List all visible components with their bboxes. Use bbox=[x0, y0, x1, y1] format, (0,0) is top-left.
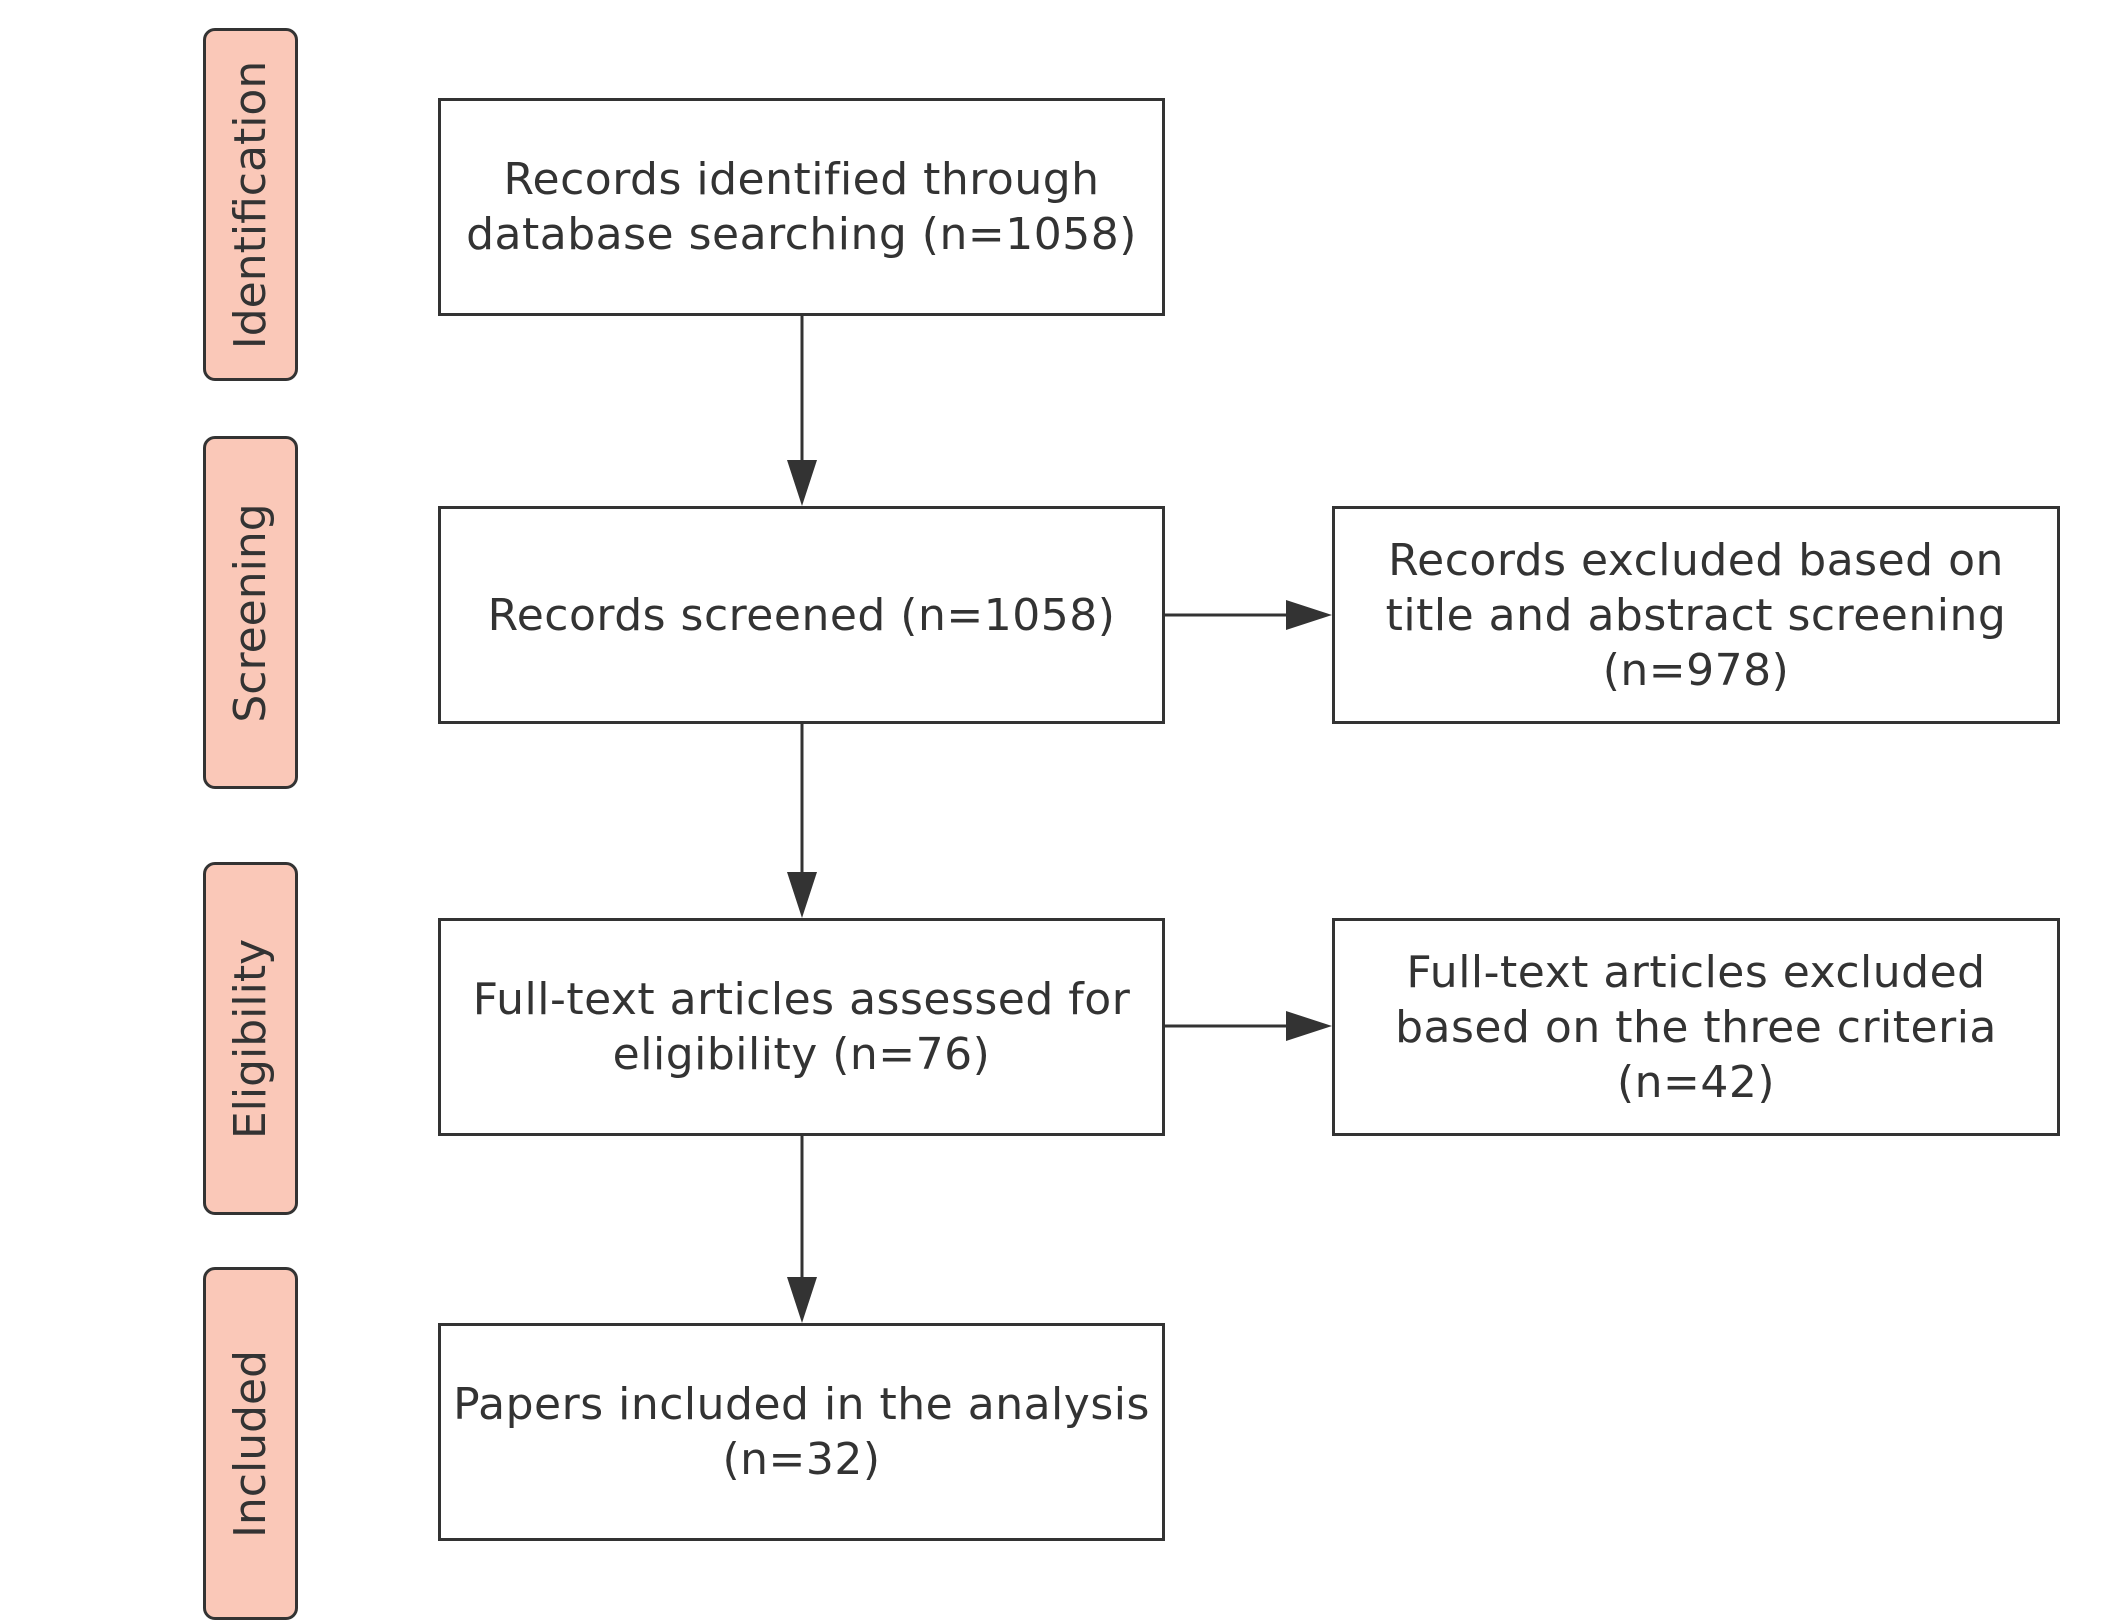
stage-screening: Screening bbox=[203, 436, 298, 789]
box-line: Records excluded based on bbox=[1388, 534, 2004, 586]
stage-screening-label: Screening bbox=[224, 502, 276, 723]
box-fulltext-assessed: Full-text articles assessed for eligibil… bbox=[438, 918, 1165, 1136]
arrow-assessed-to-included bbox=[787, 1135, 817, 1323]
box-line: Full-text articles excluded bbox=[1406, 946, 1986, 998]
box-papers-included: Papers included in the analysis (n=32) bbox=[438, 1323, 1165, 1541]
stage-eligibility-label: Eligibility bbox=[224, 938, 276, 1139]
box-line: (n=978) bbox=[1602, 644, 1790, 696]
box-fulltext-excluded-text: Full-text articles excluded based on the… bbox=[1385, 945, 2007, 1110]
box-line: based on the three criteria bbox=[1395, 1001, 1997, 1053]
box-line: eligibility (n=76) bbox=[612, 1029, 991, 1080]
box-line: (n=42) bbox=[1616, 1056, 1776, 1108]
arrow-assessed-to-excluded bbox=[1164, 1011, 1332, 1041]
arrow-identified-to-screened bbox=[787, 316, 817, 506]
box-line: Full-text articles assessed for bbox=[472, 974, 1131, 1025]
arrow-screened-to-assessed bbox=[787, 723, 817, 918]
box-line: Papers included in the analysis bbox=[453, 1379, 1150, 1430]
stage-included-label: Included bbox=[224, 1349, 276, 1538]
box-papers-included-text: Papers included in the analysis (n=32) bbox=[443, 1377, 1160, 1487]
box-records-excluded-screening-text: Records excluded based on title and abst… bbox=[1376, 533, 2017, 698]
box-fulltext-assessed-text: Full-text articles assessed for eligibil… bbox=[463, 972, 1141, 1082]
box-records-excluded-screening: Records excluded based on title and abst… bbox=[1332, 506, 2060, 724]
box-records-identified-text: Records identified through database sear… bbox=[456, 152, 1147, 262]
arrow-screened-to-excluded bbox=[1164, 600, 1332, 630]
box-line: Records screened (n=1058) bbox=[487, 589, 1116, 641]
box-fulltext-excluded: Full-text articles excluded based on the… bbox=[1332, 918, 2060, 1136]
box-line: Records identified through bbox=[503, 154, 1100, 205]
box-line: (n=32) bbox=[722, 1434, 881, 1485]
stage-included: Included bbox=[203, 1267, 298, 1620]
box-records-identified: Records identified through database sear… bbox=[438, 98, 1165, 316]
stage-identification: Identification bbox=[203, 28, 298, 381]
stage-eligibility: Eligibility bbox=[203, 862, 298, 1215]
box-line: database searching (n=1058) bbox=[466, 209, 1137, 260]
stage-identification-label: Identification bbox=[224, 60, 276, 349]
box-records-screened-text: Records screened (n=1058) bbox=[478, 588, 1126, 643]
box-line: title and abstract screening bbox=[1385, 589, 2007, 641]
box-records-screened: Records screened (n=1058) bbox=[438, 506, 1165, 724]
